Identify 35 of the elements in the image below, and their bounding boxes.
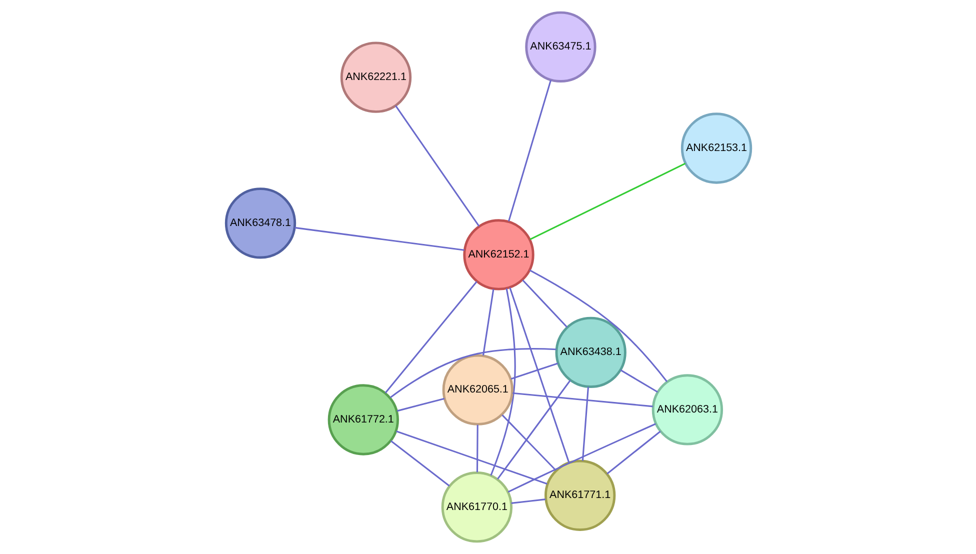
connector [581, 386, 589, 461]
node-circle: ANK62065.1 [442, 354, 513, 426]
connector [507, 423, 656, 493]
connector [496, 380, 570, 480]
connector [482, 289, 494, 356]
connector [510, 498, 546, 504]
node-circle: ANK62221.1 [340, 42, 412, 113]
node-circle: ANK63475.1 [524, 11, 596, 82]
connector [512, 392, 652, 408]
connector [394, 105, 480, 227]
connector [528, 270, 668, 382]
node-circle: ANK63438.1 [554, 316, 626, 388]
connector [389, 348, 556, 398]
node-circle: ANK62152.1 [462, 219, 534, 290]
connector [384, 281, 477, 394]
connector [508, 287, 570, 463]
node-circle: ANK61772.1 [327, 384, 398, 456]
node-circle: ANK61771.1 [544, 460, 616, 531]
node-circle: ANK63478.1 [224, 188, 296, 259]
connector [490, 288, 516, 476]
node-circle: ANK62153.1 [680, 112, 752, 184]
connector [620, 369, 658, 393]
connector [396, 398, 444, 412]
connector [510, 362, 558, 380]
connector [529, 162, 686, 240]
connector [501, 414, 556, 471]
connector [522, 280, 568, 328]
connector [507, 80, 552, 222]
connector [390, 440, 450, 486]
connector [606, 430, 660, 474]
connector [476, 424, 478, 472]
node-circle: ANK61770.1 [440, 472, 512, 543]
connector [294, 226, 464, 251]
connector [396, 430, 547, 485]
node-circle: ANK62063.1 [651, 374, 723, 446]
